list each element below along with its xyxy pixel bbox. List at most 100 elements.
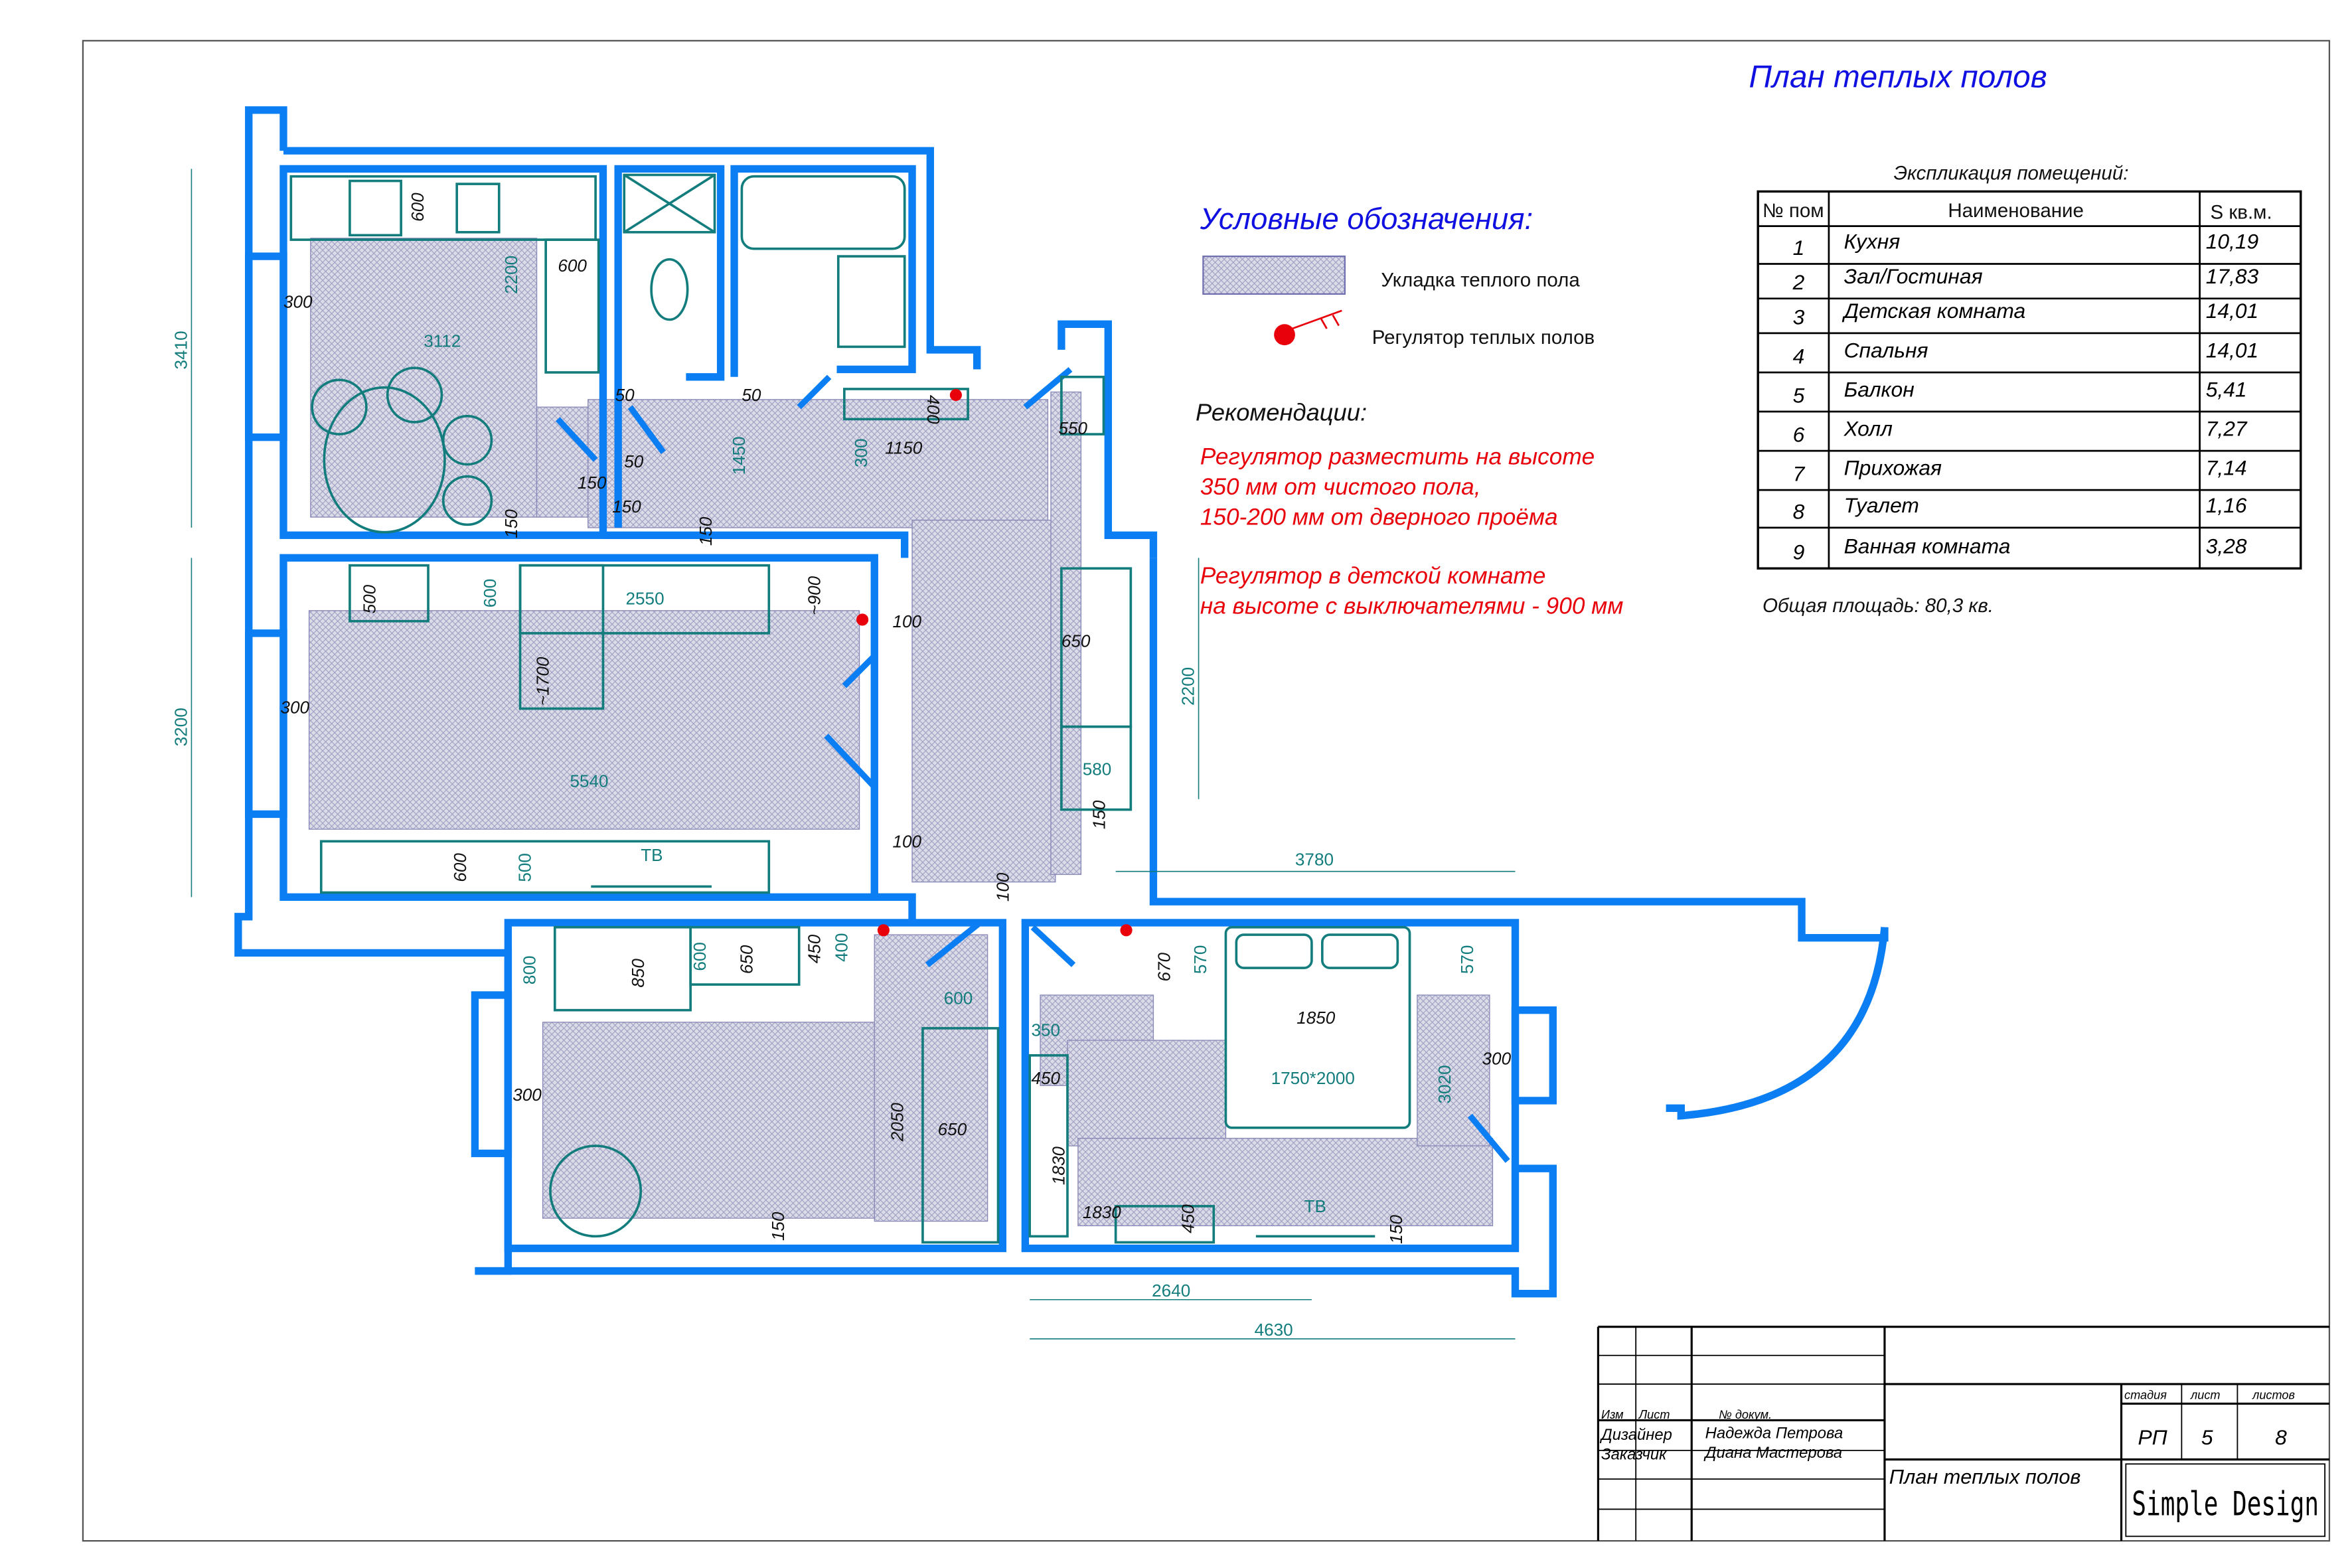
room-name: Детская комната (1842, 299, 2026, 323)
dimension-label: 3112 (424, 331, 461, 351)
dimension-label: 670 (1154, 952, 1174, 981)
dimension-label: 150 (612, 497, 641, 516)
dimension-label: 150 (768, 1212, 788, 1241)
bed (1224, 925, 1411, 1129)
room-number: 1 (1793, 236, 1805, 260)
dimension-label: 570 (1190, 945, 1210, 975)
cooktop-icon (349, 179, 402, 237)
room-area: 17,83 (2206, 264, 2259, 288)
explication-table: Экспликация помещений: № пом Наименовани… (1757, 162, 2302, 617)
washbasin-icon (836, 255, 906, 349)
tb-izm: Изм (1601, 1408, 1624, 1421)
title-block: Изм Лист № докум. Дизайнер Надежда Петро… (1597, 1326, 2329, 1541)
dimension-label: 300 (280, 697, 309, 717)
dimension-label: 500 (360, 584, 380, 613)
tb-sheet: 5 (2201, 1425, 2213, 1449)
room-area: 7,27 (2206, 416, 2248, 440)
dimension-label: 5540 (570, 771, 608, 791)
dimension-label: 1150 (885, 438, 923, 458)
kitchen-counter (289, 175, 597, 241)
dimension-label: 450 (1031, 1068, 1060, 1088)
shower-icon (623, 173, 716, 234)
dimension-label: 150 (1386, 1215, 1406, 1244)
room-area: 5,41 (2206, 377, 2247, 401)
legend-regulator: Регулятор теплых полов (1372, 327, 1595, 349)
room-area: 7,14 (2206, 455, 2247, 479)
room-area: 14,01 (2206, 338, 2259, 362)
dimension-label: 600 (480, 579, 500, 608)
tb-designer-role: Дизайнер (1599, 1426, 1672, 1444)
dimension-label: 600 (558, 256, 587, 275)
dimension-label: 2550 (626, 589, 665, 609)
regulator-icon (1120, 924, 1133, 937)
dimension-label: 300 (283, 291, 313, 311)
dimension-label: 1750*2000 (1271, 1068, 1355, 1088)
dimension-label: 3200 (171, 708, 191, 746)
doors (555, 366, 1510, 1163)
room-number: 6 (1793, 422, 1805, 446)
dimension-label: 850 (628, 959, 648, 988)
recommendation-line: на высоте с выключателями - 900 мм (1200, 593, 1624, 619)
dining-table (323, 386, 446, 534)
column-header: S кв.м. (2211, 201, 2272, 223)
sheet-border (82, 40, 2331, 1542)
dimension-label: 150 (501, 509, 521, 538)
room-number: 3 (1793, 305, 1805, 329)
explication-heading: Экспликация помещений: (1894, 162, 2129, 184)
dimension-label: 300 (851, 438, 871, 467)
room-name: Балкон (1844, 377, 1915, 401)
tb-designer-name: Надежда Петрова (1705, 1425, 1843, 1443)
room-area: 10,19 (2206, 230, 2259, 254)
dimension-label: ~900 (805, 576, 824, 615)
dimension-label: 600 (690, 942, 710, 971)
dimension-label: 3410 (171, 331, 191, 369)
dimension-label: 1830 (1048, 1146, 1068, 1186)
dimension-label: 2200 (1178, 667, 1198, 706)
dimension-label: ТВ (1304, 1196, 1326, 1216)
dimension-label: 1450 (729, 436, 749, 475)
regulator-icon (949, 388, 962, 402)
recommendation-line: Регулятор в детской комнате (1200, 563, 1546, 589)
dimension-label: 580 (1083, 759, 1112, 779)
dimension-label: 100 (992, 872, 1012, 902)
total-area: Общая площадь: 80,3 кв. (1763, 595, 1994, 617)
regulator-legend-icon (1274, 324, 1295, 346)
tb-sheet-label: лист (2190, 1389, 2221, 1402)
toilet-icon (650, 258, 689, 321)
tb-doc-no: № докум. (1719, 1408, 1772, 1421)
dimension-label: 650 (736, 945, 756, 974)
column-header: № пом (1763, 200, 1824, 222)
room-number: 5 (1793, 383, 1805, 407)
room-name: Зал/Гостиная (1844, 264, 1983, 288)
dimension-label: 350 (1031, 1020, 1060, 1040)
room-area: 1,16 (2206, 493, 2247, 517)
tb-sheets: 8 (2275, 1425, 2287, 1449)
recommendations: Рекомендации: Регулятор разместить на вы… (1196, 399, 1623, 619)
heated-floor-swatch (1202, 255, 1346, 295)
dimension-label: 100 (893, 831, 922, 851)
dimension-label: 50 (624, 451, 644, 471)
dimension-label: 100 (893, 611, 922, 631)
dimension-label: 1830 (1083, 1202, 1122, 1222)
column-header: Наименование (1948, 200, 2084, 222)
tb-sheets-label: листов (2252, 1389, 2295, 1402)
dimension-label: 650 (1061, 631, 1091, 651)
tb-stage-label: стадия (2124, 1389, 2167, 1402)
tb-company-logo: Simple Design (2132, 1485, 2319, 1524)
dimension-label: 400 (923, 395, 943, 424)
tb-client-role: Заказчик (1601, 1445, 1668, 1463)
regulator-icon (856, 613, 869, 626)
kids-wardrobe (921, 1027, 1000, 1244)
walls (234, 106, 1889, 1298)
recommendation-line: 150-200 мм от дверного проёма (1200, 504, 1558, 530)
dimension-label: ТВ (641, 845, 663, 865)
dimension-label: 50 (742, 385, 761, 405)
dimension-label: 650 (938, 1119, 967, 1139)
dimension-label: 300 (1482, 1048, 1512, 1068)
bathtub-icon (740, 175, 906, 250)
room-area: 3,28 (2206, 534, 2247, 558)
room-area: 14,01 (2206, 299, 2259, 323)
dimension-label: 500 (514, 853, 534, 882)
dimension-label: 3780 (1295, 850, 1334, 870)
